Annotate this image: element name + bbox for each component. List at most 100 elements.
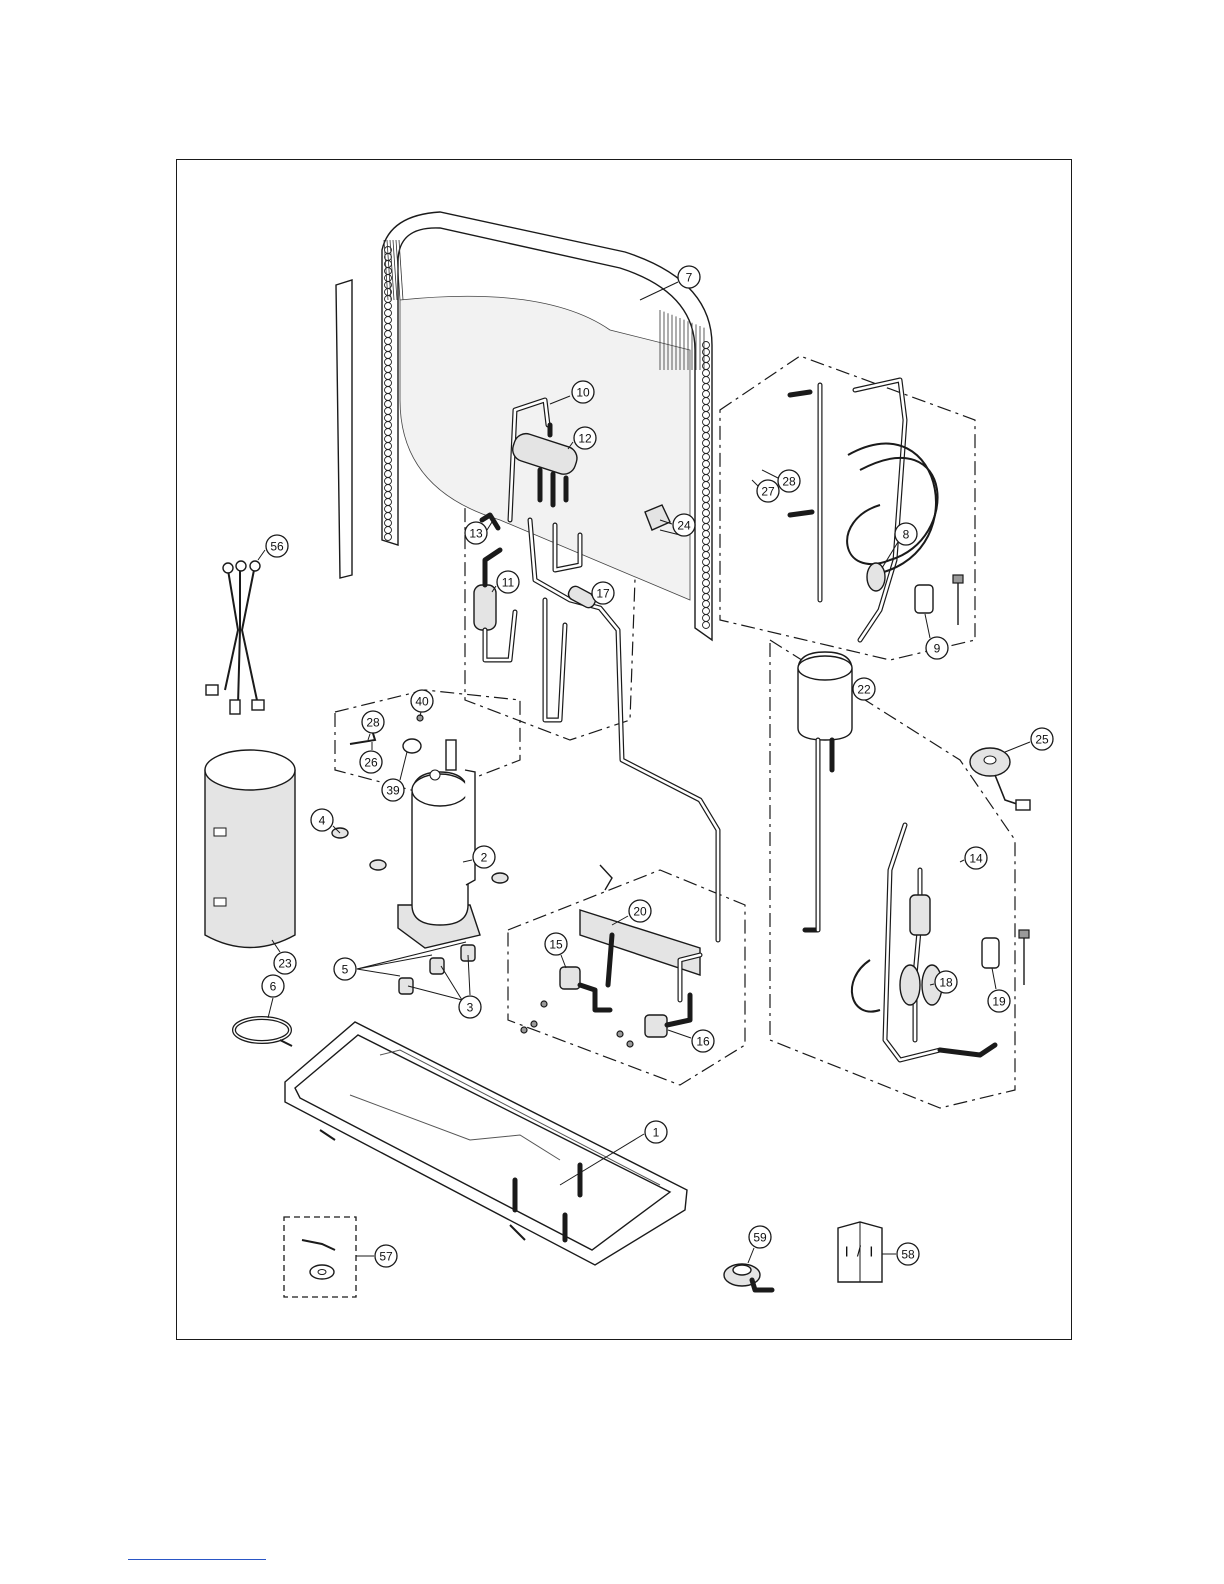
accumulator (798, 652, 852, 930)
drain-cap (724, 1264, 772, 1290)
callout-label: 20 (633, 905, 647, 919)
callout-valve-bracket: 20 (629, 900, 651, 922)
leader-line-compressor-grommet (357, 955, 432, 969)
callout-label: 12 (578, 432, 592, 446)
callout-label: 19 (992, 995, 1006, 1009)
callout-label: 26 (364, 756, 378, 770)
callout-sensor-spring-lower: 28 (362, 711, 384, 733)
callout-label: 13 (469, 527, 483, 541)
pipe-clamp (915, 575, 963, 625)
callout-label: 24 (677, 519, 691, 533)
callout-discharge-pipe: 10 (572, 381, 594, 403)
callout-sensor-spring: 28 (778, 470, 800, 492)
pipe-clamp-lower (982, 930, 1029, 985)
callout-compressor-nut: 4 (311, 809, 333, 831)
leader-line-pipe-clamp-lower (992, 968, 996, 989)
callout-label: 22 (857, 683, 871, 697)
callout-label: 4 (319, 814, 326, 828)
footer-rule (128, 1559, 266, 1560)
compressor (398, 740, 480, 948)
callout-terminal-cover: 39 (382, 779, 404, 801)
callout-wire-harness: 56 (266, 535, 288, 557)
callout-label: 7 (686, 271, 693, 285)
callout-service-valve-small: 15 (545, 933, 567, 955)
callout-condenser-coil: 7 (678, 266, 700, 288)
callout-expansion-valve: 18 (935, 971, 957, 993)
callout-label: 23 (278, 957, 292, 971)
callout-label: 9 (934, 642, 941, 656)
expansion-valve-coil (970, 748, 1030, 810)
callout-instruction-manual: 58 (897, 1243, 919, 1265)
screws (521, 1001, 633, 1047)
callout-label: 57 (379, 1250, 393, 1264)
callout-label: 40 (415, 695, 429, 709)
sound-jacket (205, 750, 295, 948)
callout-label: 59 (753, 1231, 767, 1245)
leader-line-pipe-sensor (487, 522, 492, 530)
callout-service-valve-large: 16 (692, 1030, 714, 1052)
leader-line-sensor-spring (762, 470, 778, 478)
callout-strainer-assembly: 14 (965, 847, 987, 869)
callout-sensor-clip: 27 (757, 480, 779, 502)
callout-label: 28 (366, 716, 380, 730)
callout-accessory-kit: 57 (375, 1245, 397, 1267)
callout-strainer: 17 (592, 582, 614, 604)
callout-label: 8 (903, 528, 910, 542)
accessory-kit (284, 1217, 356, 1297)
callout-compressor: 2 (473, 846, 495, 868)
terminal-cover (403, 715, 423, 753)
callout-label: 17 (596, 587, 610, 601)
manual-cover-text: I / I (845, 1244, 876, 1261)
callout-label: 18 (939, 976, 953, 990)
leader-line-compressor-grommet (357, 942, 466, 969)
callout-base-pan: 1 (645, 1121, 667, 1143)
leader-line-pipe-clamp (925, 614, 930, 638)
leader-line-sensor-clip (752, 480, 758, 486)
callout-sensor-holder: 26 (360, 751, 382, 773)
callout-pipe-sensor: 13 (465, 522, 487, 544)
callout-valve-coil: 24 (673, 514, 695, 536)
callout-compressor-grommet: 5 (334, 958, 356, 980)
side-rail (336, 280, 352, 578)
callout-sound-jacket: 23 (274, 952, 296, 974)
callout-drain-cap: 59 (749, 1226, 771, 1248)
callout-label: 5 (342, 963, 349, 977)
callout-label: 11 (502, 576, 515, 590)
leader-line-wire-harness (258, 550, 265, 560)
callout-label: 56 (270, 540, 284, 554)
muffler (474, 550, 515, 660)
service-valve-small (560, 955, 700, 1010)
subassembly-outline-service-valves (508, 870, 745, 1085)
leader-line-strainer-assembly (960, 860, 964, 862)
instruction-manual: I / I (838, 1222, 882, 1282)
leader-line-compressor-bushing (408, 986, 462, 1000)
callout-capillary-tube-assembly: 8 (895, 523, 917, 545)
band-clamp (234, 1018, 292, 1046)
leader-line-service-valve-small (561, 955, 566, 968)
callout-label: 58 (901, 1248, 915, 1262)
callout-label: 16 (696, 1035, 710, 1049)
callout-label: 25 (1035, 733, 1049, 747)
leader-line-expansion-valve-coil (1005, 742, 1030, 752)
callout-muffler: 11 (497, 571, 519, 593)
callout-pipe-clamp: 9 (926, 637, 948, 659)
wire-harness (206, 561, 264, 714)
callout-label: 1 (653, 1126, 660, 1140)
callout-label: 39 (386, 784, 400, 798)
callout-label: 14 (969, 852, 983, 866)
leader-line-compressor-grommet (357, 969, 400, 976)
callout-label: 27 (761, 485, 775, 499)
leader-line-band-clamp (268, 998, 273, 1018)
callout-label: 10 (576, 386, 590, 400)
leader-line-service-valve-large (668, 1030, 691, 1038)
callout-compressor-bushing: 3 (459, 996, 481, 1018)
callout-cover-nut: 40 (411, 690, 433, 712)
service-valve-large (645, 995, 690, 1037)
base-pan (285, 1022, 687, 1265)
leader-line-sensor-spring-lower (368, 734, 370, 740)
callout-expansion-valve-coil: 25 (1031, 728, 1053, 750)
callout-label: 15 (549, 938, 563, 952)
leader-line-terminal-cover (400, 752, 407, 780)
callout-four-way-valve: 12 (574, 427, 596, 449)
